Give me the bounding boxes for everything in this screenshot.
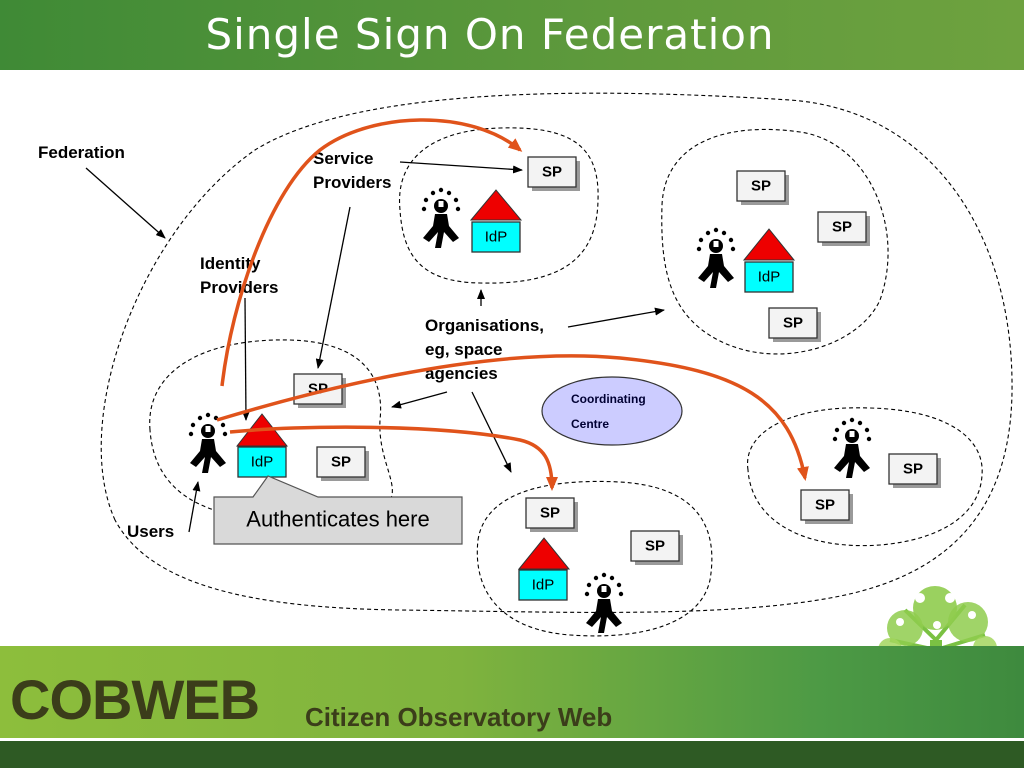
user-icon-tr — [696, 227, 736, 288]
users-label: Users — [127, 522, 174, 541]
sp-label-tr-1: SP — [751, 178, 771, 195]
idp-box-bottom — [518, 569, 568, 601]
sp-label-right-1: SP — [903, 461, 923, 478]
sp-box-right-1 — [888, 453, 938, 485]
idp-box-top — [471, 221, 521, 253]
idp-roof-bottom — [517, 537, 571, 570]
user-icon-bottom — [584, 572, 624, 633]
idp-box-left — [237, 446, 287, 478]
idp-label-bottom: IdP — [532, 577, 555, 594]
title-bar: Single Sign On Federation — [0, 0, 1024, 70]
identity-providers-label-line1: Identity — [200, 254, 261, 273]
sp-label-bottom-2: SP — [645, 538, 665, 555]
identity-providers-pointer — [241, 297, 250, 421]
sp-box-bottom-2 — [630, 530, 680, 562]
footer-strip — [0, 741, 1024, 768]
sp-label-left-2: SP — [331, 454, 351, 471]
sp-label-tr-2: SP — [832, 219, 852, 236]
sp-label-right-2: SP — [815, 497, 835, 514]
slide-title: Single Sign On Federation — [205, 10, 775, 59]
sp-box-right-2 — [800, 489, 850, 521]
user-icon-left — [188, 412, 228, 473]
identity-providers-label-line2: Providers — [200, 278, 278, 297]
organisations-label-line1: Organisations, — [425, 316, 544, 335]
user-icon-right — [832, 417, 872, 478]
idp-roof-tr — [742, 228, 796, 261]
idp-label-left: IdP — [251, 454, 274, 471]
idp-roof-top — [469, 189, 523, 221]
org-region-right — [747, 407, 983, 547]
organisations-label-line2: eg, space — [425, 340, 503, 359]
idp-label-tr: IdP — [758, 269, 781, 286]
sso-flow-arrow-to-right-sp — [216, 354, 809, 481]
footer-divider — [0, 738, 1024, 741]
sp-box-tr-3 — [768, 307, 818, 339]
organisations-pointer-right — [567, 307, 665, 328]
sp-label-tr-3: SP — [783, 315, 803, 332]
coordinating-centre-label-line2: Centre — [571, 417, 609, 431]
service-providers-pointer-top — [399, 161, 523, 174]
footer-band — [0, 646, 1024, 738]
brand-name: COBWEB — [10, 668, 260, 731]
sp-label-bottom-1: SP — [540, 505, 560, 522]
federation-boundary — [100, 92, 1013, 613]
sp-box-top — [527, 156, 577, 188]
authenticates-callout — [213, 475, 463, 545]
authenticates-callout-text: Authenticates here — [246, 507, 429, 532]
organisations-pointer-left — [391, 391, 448, 409]
idp-box-tr — [744, 261, 794, 293]
brand-tagline: Citizen Observatory Web — [305, 702, 613, 732]
organisations-pointer-down — [471, 391, 512, 473]
organisations-label-line3: agencies — [425, 364, 498, 383]
sp-box-left-1 — [293, 373, 343, 405]
coordinating-centre-label-line1: Coordinating — [571, 392, 646, 406]
sso-flow-arrow-to-bottom-sp — [229, 425, 558, 491]
sp-label-top: SP — [542, 164, 562, 181]
service-providers-pointer-left — [315, 206, 351, 369]
service-providers-label-line2: Providers — [313, 173, 391, 192]
sp-box-tr-2 — [817, 211, 867, 243]
sp-box-tr-1 — [736, 170, 786, 202]
sp-box-bottom-1 — [525, 497, 575, 529]
org-region-top-right — [661, 128, 889, 355]
idp-label-top: IdP — [485, 229, 508, 246]
user-icon-top — [421, 187, 461, 248]
sp-box-left-2 — [316, 446, 366, 478]
org-region-top — [399, 127, 599, 284]
federation-label: Federation — [38, 143, 125, 162]
federation-pointer — [85, 167, 166, 239]
users-pointer — [188, 481, 201, 533]
service-providers-label-line1: Service — [313, 149, 374, 168]
coordinating-centre — [541, 376, 683, 446]
sso-flow-arrow-to-top-sp — [220, 118, 523, 387]
